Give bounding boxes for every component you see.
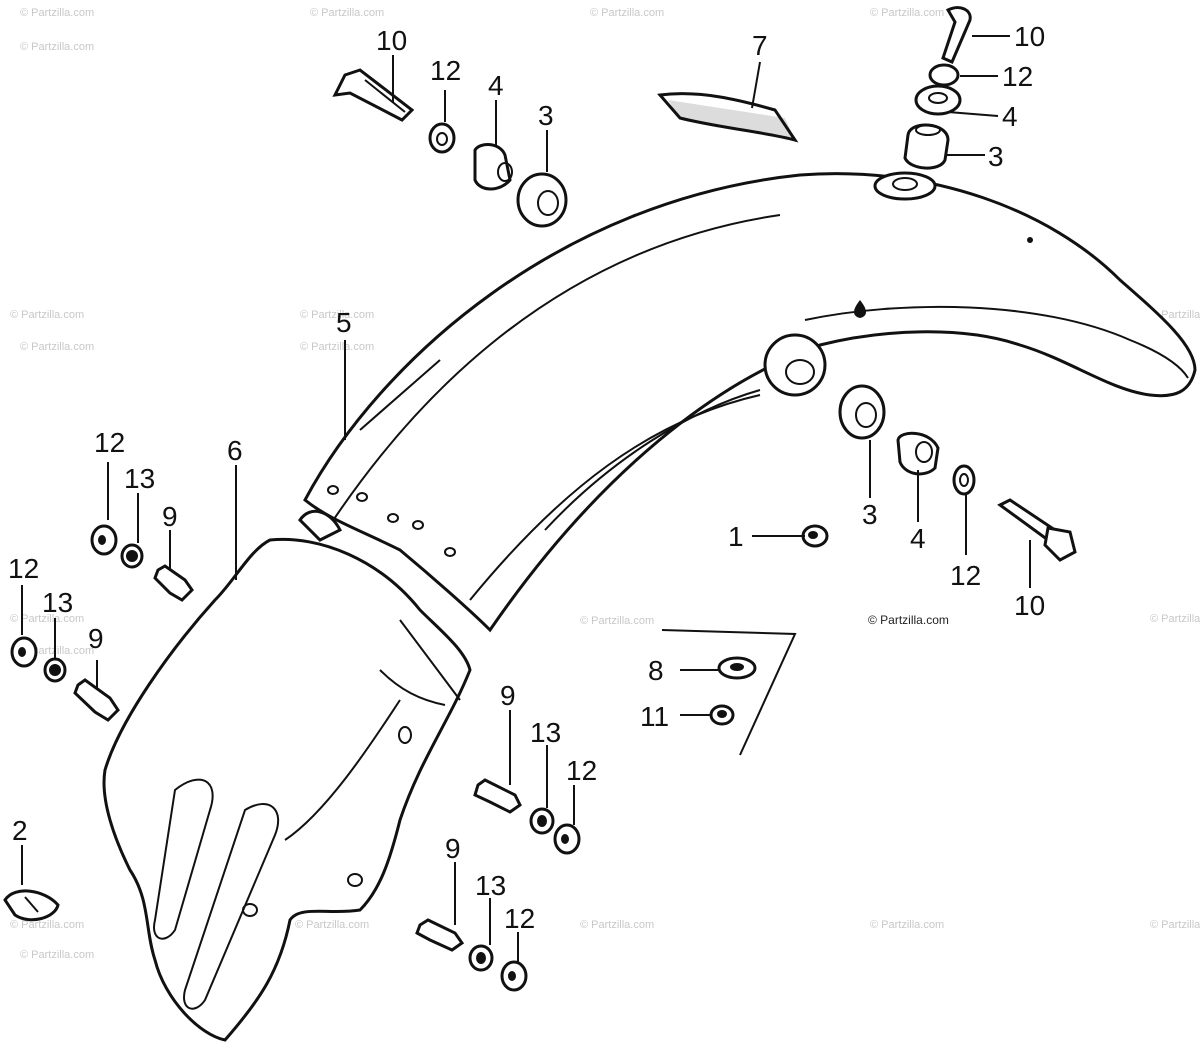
watermark: © Partzilla.com bbox=[300, 341, 374, 353]
center-hardware-lower bbox=[415, 918, 528, 992]
callout-labels: 10 12 4 3 7 10 12 4 3 5 6 12 13 9 12 13 … bbox=[8, 21, 1045, 934]
callout-4: 4 bbox=[910, 523, 926, 554]
callout-12: 12 bbox=[430, 55, 461, 86]
callout-8: 8 bbox=[648, 655, 664, 686]
callout-3: 3 bbox=[862, 499, 878, 530]
callout-12: 12 bbox=[8, 553, 39, 584]
callout-9: 9 bbox=[162, 501, 178, 532]
callout-13: 13 bbox=[124, 463, 155, 494]
callout-12: 12 bbox=[566, 755, 597, 786]
callout-12: 12 bbox=[1002, 61, 1033, 92]
leader-lines bbox=[21, 35, 1031, 962]
watermark: © Partzilla.com bbox=[590, 7, 664, 19]
watermark: © Partzilla.com bbox=[10, 309, 84, 321]
top-right-stack bbox=[903, 6, 972, 170]
watermark: © Partzilla.com bbox=[310, 7, 384, 19]
callout-10: 10 bbox=[1014, 21, 1045, 52]
clip-part bbox=[3, 889, 60, 922]
watermark: © Partzilla.com bbox=[20, 7, 94, 19]
callout-3: 3 bbox=[538, 100, 554, 131]
callout-9: 9 bbox=[88, 623, 104, 654]
watermark: © Partzilla.com bbox=[300, 309, 374, 321]
watermark: © Partzilla.com bbox=[1150, 919, 1200, 931]
rear-fender-body bbox=[303, 171, 1197, 633]
callout-3: 3 bbox=[988, 141, 1004, 172]
partzilla-credit: © Partzilla.com bbox=[868, 613, 949, 627]
watermark: © Partzilla.com bbox=[580, 919, 654, 931]
watermark: © Partzilla.com bbox=[10, 919, 84, 931]
inner-fender bbox=[102, 509, 472, 1042]
watermark: © Partzilla.com bbox=[20, 41, 94, 53]
callout-12: 12 bbox=[950, 560, 981, 591]
callout-9: 9 bbox=[445, 833, 461, 864]
callout-13: 13 bbox=[530, 717, 561, 748]
callout-4: 4 bbox=[488, 70, 504, 101]
callout-2: 2 bbox=[12, 815, 28, 846]
left-hardware-lower bbox=[10, 636, 120, 722]
callout-9: 9 bbox=[500, 680, 516, 711]
watermark: © Partzilla.com bbox=[870, 7, 944, 19]
callout-1: 1 bbox=[728, 521, 744, 552]
boxed-parts bbox=[661, 629, 797, 756]
watermark: © Partzilla.com bbox=[580, 615, 654, 627]
callout-5: 5 bbox=[336, 307, 352, 338]
callout-12: 12 bbox=[94, 427, 125, 458]
callout-10: 10 bbox=[376, 25, 407, 56]
center-hardware-upper bbox=[473, 778, 581, 855]
top-left-hardware bbox=[332, 68, 568, 228]
watermark: © Partzilla.com bbox=[870, 919, 944, 931]
callout-6: 6 bbox=[227, 435, 243, 466]
callout-4: 4 bbox=[1002, 101, 1018, 132]
watermark: © Partzilla.com bbox=[20, 949, 94, 961]
callout-11: 11 bbox=[640, 701, 669, 732]
left-hardware-upper bbox=[90, 524, 194, 602]
callout-12: 12 bbox=[504, 903, 535, 934]
trim-strip bbox=[657, 92, 799, 143]
callout-10: 10 bbox=[1014, 590, 1045, 621]
watermark: © Partzilla.com bbox=[20, 341, 94, 353]
watermark: © Partzilla.com bbox=[20, 645, 94, 657]
watermark: © Partzilla.com bbox=[1150, 613, 1200, 625]
callout-13: 13 bbox=[42, 587, 73, 618]
watermark: © Partzilla.com bbox=[295, 919, 369, 931]
callout-13: 13 bbox=[475, 870, 506, 901]
callout-7: 7 bbox=[752, 30, 768, 61]
watermark: © Partzilla.com bbox=[10, 613, 84, 625]
right-side-hardware bbox=[801, 384, 1077, 562]
